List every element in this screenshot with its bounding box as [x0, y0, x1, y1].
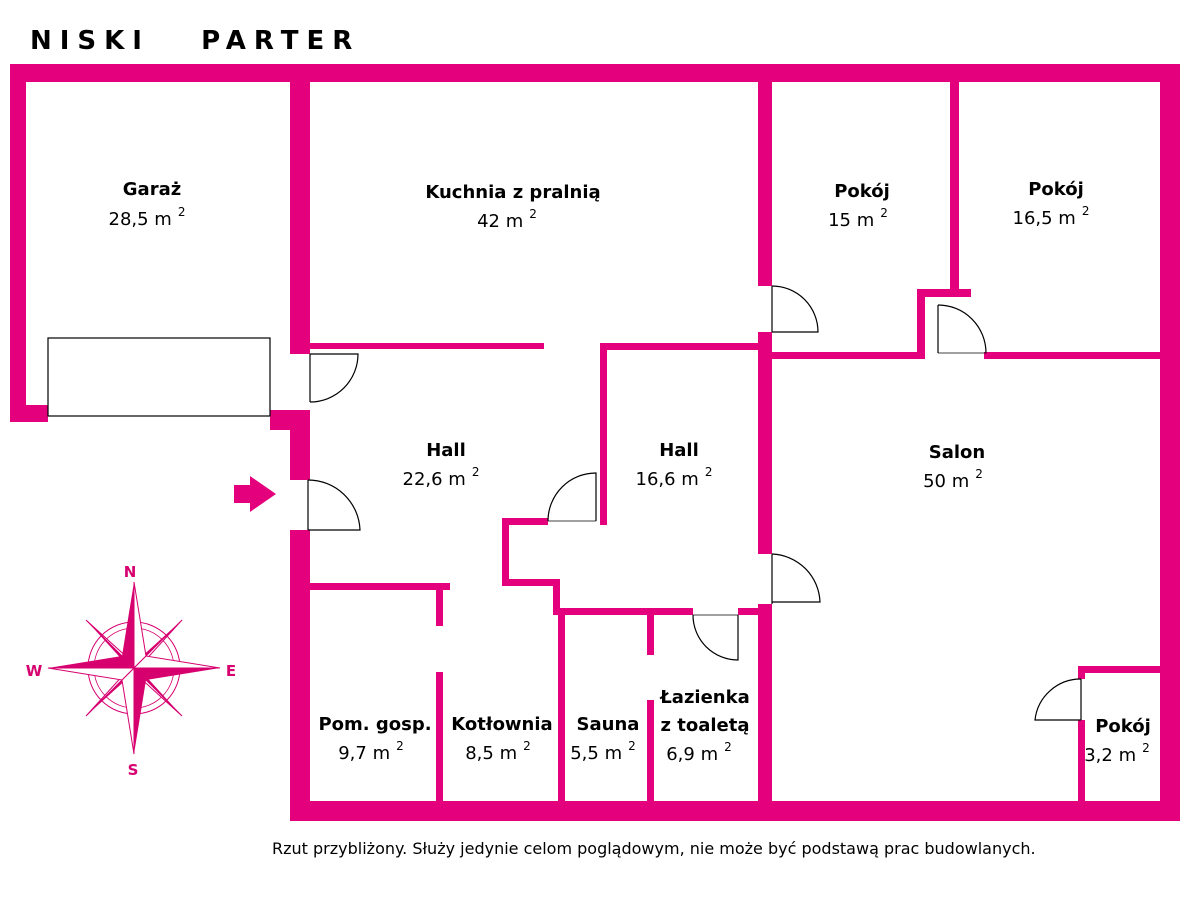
room-kuchnia: Kuchnia z pralnią 42 m 2 — [425, 182, 600, 232]
room-area: 50 m — [923, 471, 969, 492]
area-unit-superscript: 2 — [178, 205, 186, 219]
room-name: Kuchnia z pralnią — [425, 182, 600, 203]
room-area: 42 m — [477, 211, 523, 232]
svg-text:28,5 m2: 28,5 m 2 — [109, 205, 186, 230]
area-unit-superscript: 2 — [628, 739, 636, 753]
area-unit-superscript: 2 — [529, 207, 537, 221]
area-unit-superscript: 2 — [396, 739, 404, 753]
garage-door — [47, 337, 271, 417]
room-salon: Salon 50 m 2 — [923, 442, 985, 492]
area-unit-superscript: 2 — [472, 465, 480, 479]
disclaimer-note: Rzut przybliżony. Służy jedynie celom po… — [272, 839, 1036, 858]
walls — [10, 64, 1180, 821]
door-swings — [307, 285, 1082, 721]
svg-text:15 m2: 15 m 2 — [828, 206, 888, 231]
room-pokoj-3: Pokój 3,2 m 2 — [1084, 716, 1151, 766]
area-unit-superscript: 2 — [724, 740, 732, 754]
room-hall-1: Hall 22,6 m 2 — [403, 440, 480, 490]
room-lazienka: Łazienka z toaletą 6,9 m 2 — [659, 687, 750, 765]
svg-text:9,7 m2: 9,7 m 2 — [338, 739, 404, 764]
room-area: 5,5 m — [570, 743, 622, 764]
room-name: Pokój — [1095, 716, 1151, 737]
compass-icon — [47, 581, 221, 755]
room-kotlownia: Kotłownia 8,5 m 2 — [451, 714, 552, 764]
area-unit-superscript: 2 — [1082, 204, 1090, 218]
svg-text:3,2 m2: 3,2 m 2 — [1084, 741, 1150, 766]
room-area: 6,9 m — [666, 744, 718, 765]
room-garaz: Garaż 28,5 m 2 — [109, 179, 186, 230]
room-pokoj-2: Pokój 16,5 m 2 — [1013, 179, 1090, 229]
room-area: 15 m — [828, 210, 874, 231]
room-hall-2: Hall 16,6 m 2 — [636, 440, 713, 490]
room-area: 9,7 m — [338, 743, 390, 764]
room-name: Hall — [659, 440, 699, 461]
svg-text:42 m2: 42 m 2 — [477, 207, 537, 232]
svg-text:8,5 m2: 8,5 m 2 — [465, 739, 531, 764]
room-name: Łazienka — [659, 687, 750, 708]
room-area: 28,5 m — [109, 209, 172, 230]
room-name: Salon — [929, 442, 985, 463]
compass-w-label: W — [26, 662, 43, 680]
room-area: 3,2 m — [1084, 745, 1136, 766]
svg-text:16,5 m2: 16,5 m 2 — [1013, 204, 1090, 229]
room-pokoj-1: Pokój 15 m 2 — [828, 181, 890, 231]
compass-e-label: E — [226, 662, 236, 680]
area-unit-superscript: 2 — [880, 206, 888, 220]
entrance-arrow-icon — [234, 476, 276, 512]
room-area: 16,5 m — [1013, 208, 1076, 229]
room-name: Kotłownia — [451, 714, 552, 735]
svg-text:16,6 m2: 16,6 m 2 — [636, 465, 713, 490]
room-area: 16,6 m — [636, 469, 699, 490]
room-name: Garaż — [123, 179, 181, 200]
compass-s-label: S — [128, 761, 139, 779]
svg-text:50 m2: 50 m 2 — [923, 467, 983, 492]
plan-title: NISKI PARTER — [30, 26, 361, 56]
area-unit-superscript: 2 — [523, 739, 531, 753]
room-name: Pokój — [1028, 179, 1084, 200]
svg-text:22,6 m2: 22,6 m 2 — [403, 465, 480, 490]
room-name: Pom. gosp. — [318, 714, 431, 735]
room-name: Hall — [426, 440, 466, 461]
compass-n-label: N — [124, 563, 137, 581]
svg-text:5,5 m2: 5,5 m 2 — [570, 739, 636, 764]
room-pom-gosp: Pom. gosp. 9,7 m 2 — [318, 714, 431, 764]
area-unit-superscript: 2 — [1142, 741, 1150, 755]
room-area: 22,6 m — [403, 469, 466, 490]
area-unit-superscript: 2 — [975, 467, 983, 481]
room-sauna: Sauna 5,5 m 2 — [570, 714, 639, 764]
room-name: Sauna — [577, 714, 640, 735]
room-area: 8,5 m — [465, 743, 517, 764]
room-name: Pokój — [834, 181, 890, 202]
svg-text:6,9 m2: 6,9 m 2 — [666, 740, 732, 765]
room-name-line2: z toaletą — [661, 715, 750, 736]
area-unit-superscript: 2 — [705, 465, 713, 479]
